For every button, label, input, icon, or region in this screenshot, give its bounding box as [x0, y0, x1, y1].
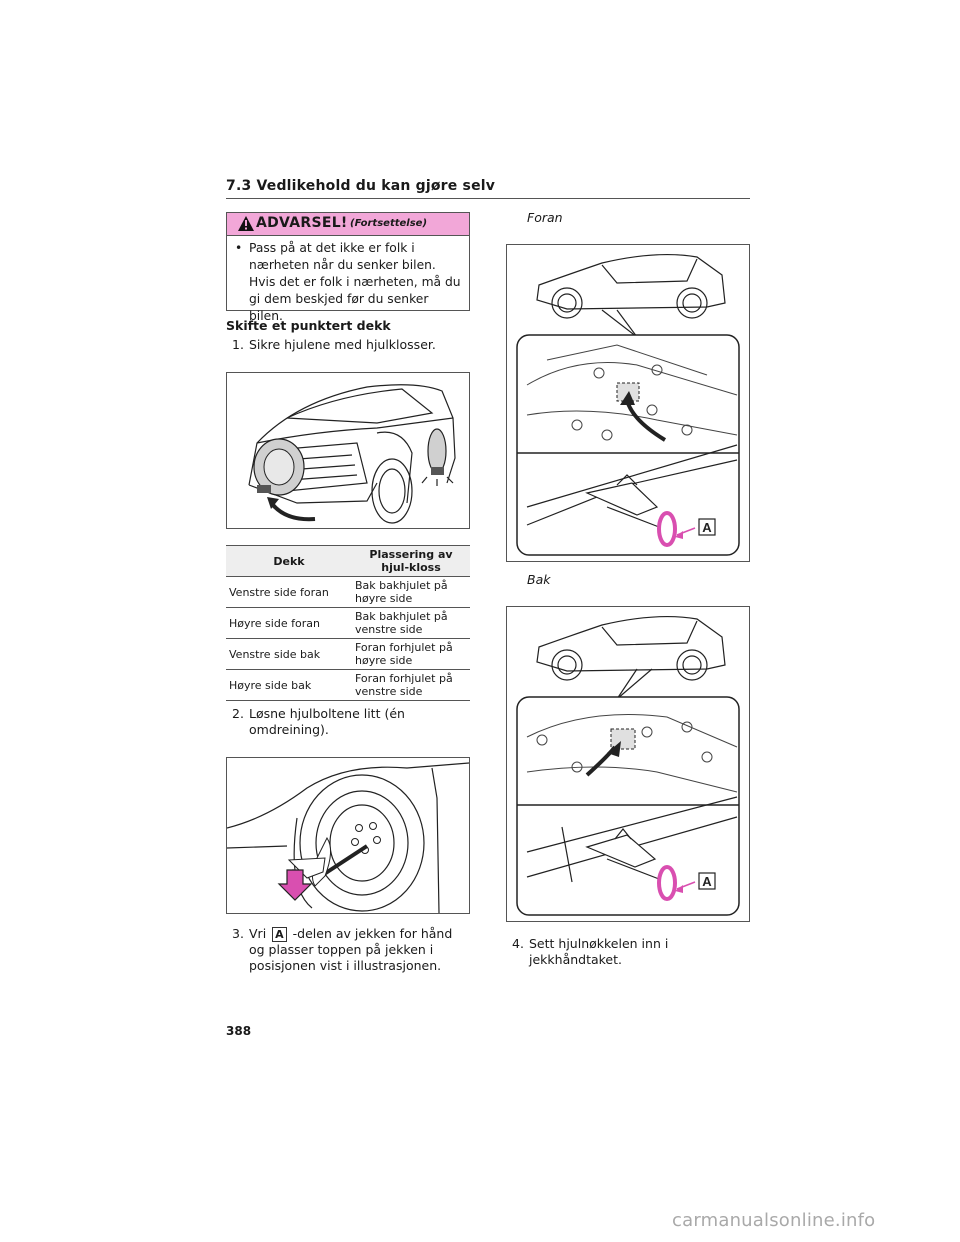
page-number: 388: [226, 1024, 252, 1038]
figure-front-jack-point: A: [506, 244, 750, 562]
step-3-post: -delen av jekken for hånd og plasser top…: [249, 926, 453, 973]
warning-header: ADVARSEL! (Fortsettelse): [227, 213, 469, 236]
step-3-pre: Vri: [249, 926, 267, 941]
callout-a-rear: A: [702, 874, 712, 889]
figure-wheel-chocks: [226, 372, 470, 529]
figure-loosen-wheel-nuts: [226, 757, 470, 914]
table-cell: Foran forhjulet på høyre side: [352, 638, 470, 670]
watermark: carmanualsonline.info: [672, 1210, 876, 1231]
warning-title: ADVARSEL!: [256, 215, 348, 231]
section-title: 7.3 Vedlikehold du kan gjøre selv: [226, 178, 496, 194]
table-row: Høyre side bak Foran forhjulet på venstr…: [226, 669, 470, 701]
figure-rear-jack-point: A: [506, 606, 750, 922]
table-cell: Foran forhjulet på venstre side: [352, 669, 470, 701]
step-1-text: Sikre hjulene med hjulklosser.: [249, 337, 436, 352]
callout-a-front: A: [702, 520, 712, 535]
car-front-illustration: [248, 384, 456, 524]
table-cell: Bak bakhjulet på høyre side: [352, 576, 470, 608]
table-cell: Høyre side bak: [226, 669, 352, 701]
title-rule: [226, 198, 750, 199]
step-4-number: 4.: [512, 936, 524, 951]
step-2: 2. Løsne hjulboltene litt (én omdreining…: [232, 706, 468, 738]
warning-triangle-icon: [238, 216, 254, 231]
table-header-tire: Dekk: [226, 545, 352, 577]
table-row: Venstre side bak Foran forhjulet på høyr…: [226, 638, 470, 670]
front-label: Foran: [527, 210, 563, 225]
table-cell: Venstre side foran: [226, 576, 352, 608]
step-3-text: Vri A -delen av jekken for hånd og plass…: [249, 926, 468, 974]
warning-box: ADVARSEL! (Fortsettelse) • Pass på at de…: [226, 212, 470, 323]
wheel-nut-illustration: [227, 762, 469, 913]
step-1-number: 1.: [232, 337, 244, 352]
step-2-text: Løsne hjulboltene litt (én omdreining).: [249, 706, 405, 737]
step-3-number: 3.: [232, 926, 244, 941]
table-header-row: Dekk Plassering av hjul-kloss: [226, 545, 470, 577]
rear-jack-point-illustration: A: [516, 616, 740, 916]
table-row: Høyre side foran Bak bakhjulet på venstr…: [226, 607, 470, 639]
table-cell: Venstre side bak: [226, 638, 352, 670]
table-cell: Bak bakhjulet på venstre side: [352, 607, 470, 639]
step-4-text: Sett hjulnøkkelen inn i jekkhåndtaket.: [529, 936, 669, 967]
warning-text: • Pass på at det ikke er folk i nærheten…: [235, 240, 463, 325]
warning-bullet-text: Pass på at det ikke er folk i nærheten n…: [249, 241, 461, 323]
step-3: 3. Vri A -delen av jekken for hånd og pl…: [232, 926, 468, 974]
step-2-number: 2.: [232, 706, 244, 721]
wheel-chock-table: Dekk Plassering av hjul-kloss Venstre si…: [226, 545, 470, 701]
table-cell: Høyre side foran: [226, 607, 352, 639]
procedure-heading: Skifte et punktert dekk: [226, 318, 391, 333]
table-row: Venstre side foran Bak bakhjulet på høyr…: [226, 576, 470, 608]
warning-continued: (Fortsettelse): [350, 218, 428, 229]
front-jack-point-illustration: A: [516, 254, 740, 556]
step-4: 4. Sett hjulnøkkelen inn i jekkhåndtaket…: [512, 936, 752, 968]
step-1: 1. Sikre hjulene med hjulklosser.: [232, 337, 468, 353]
jack-part-a-key: A: [272, 927, 287, 942]
rear-label: Bak: [527, 572, 551, 587]
table-header-chock-position: Plassering av hjul-kloss: [352, 545, 470, 577]
warning-bullet: •: [235, 241, 243, 255]
